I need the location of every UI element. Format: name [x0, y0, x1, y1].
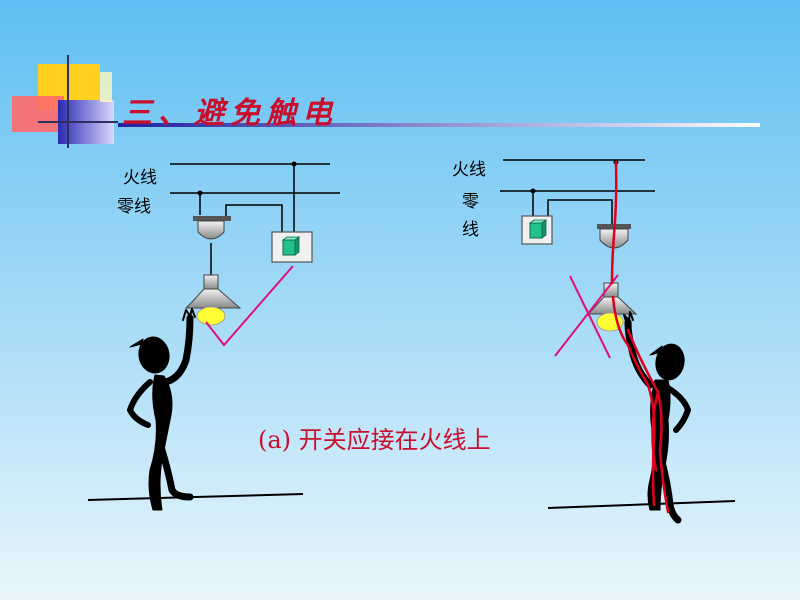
- right-cross-mark: [554, 274, 619, 359]
- left-lamp: [184, 274, 242, 326]
- right-ground: [547, 500, 736, 509]
- left-bulb: [196, 306, 226, 326]
- title-underline: [118, 123, 760, 127]
- slide-title: 三、避免触电: [122, 96, 338, 131]
- right-live-label: 火线: [452, 160, 486, 180]
- left-lamp-holder: [193, 216, 231, 240]
- left-person: [127, 308, 196, 511]
- caption: (a) 开关应接在火线上: [258, 426, 491, 454]
- right-neutral-label-line2: 线: [462, 220, 479, 240]
- right-neutral-label-line1: 零: [462, 192, 479, 212]
- left-neutral-label: 零线: [117, 197, 151, 217]
- left-ground: [87, 493, 304, 501]
- right-circuit: [500, 159, 655, 226]
- decorative-squares: [12, 55, 118, 148]
- current-path: [610, 160, 670, 514]
- left-switch: [271, 231, 313, 263]
- left-circuit: [170, 163, 340, 275]
- left-live-label: 火线: [123, 168, 157, 188]
- right-switch: [521, 215, 553, 245]
- left-check-mark: [205, 265, 294, 347]
